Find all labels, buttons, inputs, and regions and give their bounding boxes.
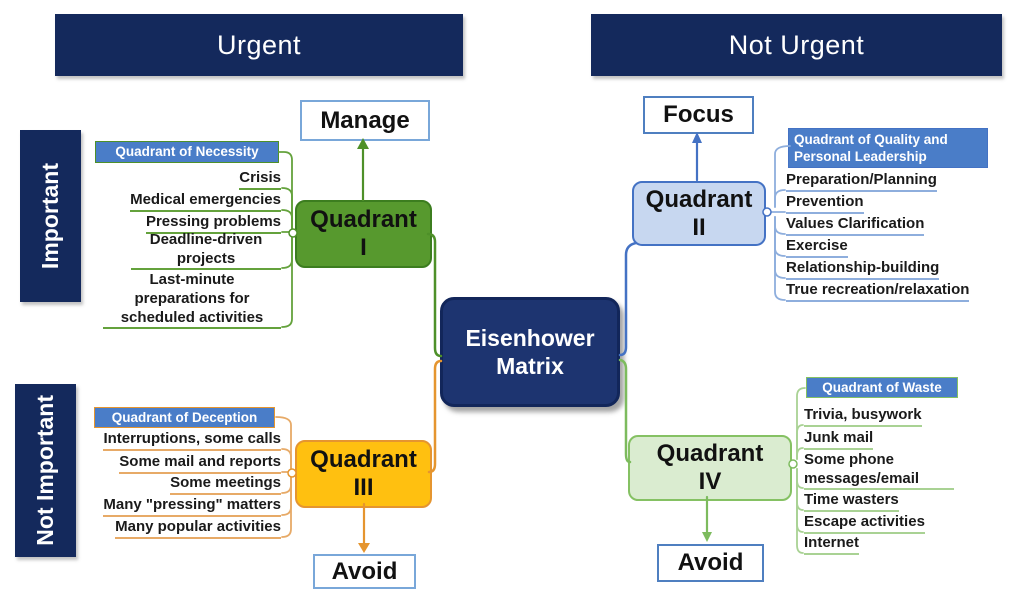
focus-box: Focus [643,96,754,134]
connector [281,448,292,469]
connector [774,216,786,279]
trunk-q2-center [618,241,638,357]
list-item: Some mail and reports [119,452,281,474]
list-item: True recreation/relaxation [786,280,970,302]
quadrant-2-numeral: II [692,213,706,241]
list-item: Values Clarification [786,214,925,236]
connector [796,468,804,554]
connector [796,424,804,460]
avoid-q4-arrowhead [702,532,712,542]
connector [281,237,293,269]
quadrant-3-box: Quadrant III [295,440,432,508]
connector [796,447,804,460]
list-item: Exercise [786,236,848,258]
list-item: Deadline-driven projects [131,230,281,270]
list-item: Crisis [239,168,281,190]
list-item: Last-minute preparations for scheduled a… [103,270,281,329]
list-item: Preparation/Planning [786,170,937,192]
banner-not-urgent: Not Urgent [591,14,1002,76]
quadrant-4-box: Quadrant IV [628,435,792,501]
label-not-important: Not Important [15,384,76,557]
connector [281,477,292,538]
quadrant-1-name: Quadrant [310,206,417,233]
connector [281,477,292,494]
connector [281,237,293,328]
list-item: Pressing problems [145,212,281,234]
avoid-q3-arrowhead [358,543,370,553]
quadrant-4-name: Quadrant [656,440,764,467]
list-item: Junk mail [804,428,874,450]
connector [281,477,292,516]
connector [281,209,293,229]
connector [774,216,786,257]
list-item: Many popular activities [115,517,281,539]
list-item: Escape activities [804,512,925,534]
quadrant-4-numeral: IV [698,468,722,495]
connector [796,468,804,489]
quadrant-4-header: Quadrant of Waste [806,377,958,398]
quadrant-1-box: Quadrant I [295,200,432,268]
label-important-text: Important [37,162,63,270]
quadrant-3-name: Quadrant [310,446,417,473]
list-item: Relationship-building [786,258,940,280]
manage-box: Manage [300,100,430,141]
connector [796,468,804,533]
label-not-important-text: Not Important [32,395,58,546]
list-item: Medical emergencies [130,190,281,212]
connector [774,216,786,235]
list-item: Trivia, busywork [804,405,922,427]
connector [281,187,293,229]
list-item: Internet [804,533,860,555]
connector [774,216,786,301]
label-important: Important [20,130,81,302]
list-item: Prevention [786,192,864,214]
quadrant-1-numeral: I [360,234,367,261]
quadrant-1-header: Quadrant of Necessity [95,141,279,163]
avoid-box-q3: Avoid [313,554,416,589]
list-item: Some phone messages/email [804,450,954,490]
quadrant-3-numeral: III [353,474,374,501]
connector [774,189,786,208]
quadrant-2-header: Quadrant of Quality and Personal Leaders… [788,128,988,168]
avoid-box-q4: Avoid [657,544,764,582]
list-item: Some meetings [170,473,281,495]
list-item: Interruptions, some calls [103,429,281,451]
list-item: Time wasters [804,490,899,512]
center-title-box: Eisenhower Matrix [440,297,620,407]
quadrant-2-name: Quadrant [645,185,753,213]
quadrant-3-header: Quadrant of Deception [94,407,275,428]
connector [796,468,804,511]
quadrant-2-box: Quadrant II [632,181,766,246]
banner-urgent: Urgent [55,14,463,76]
list-item: Many "pressing" matters [103,495,281,517]
